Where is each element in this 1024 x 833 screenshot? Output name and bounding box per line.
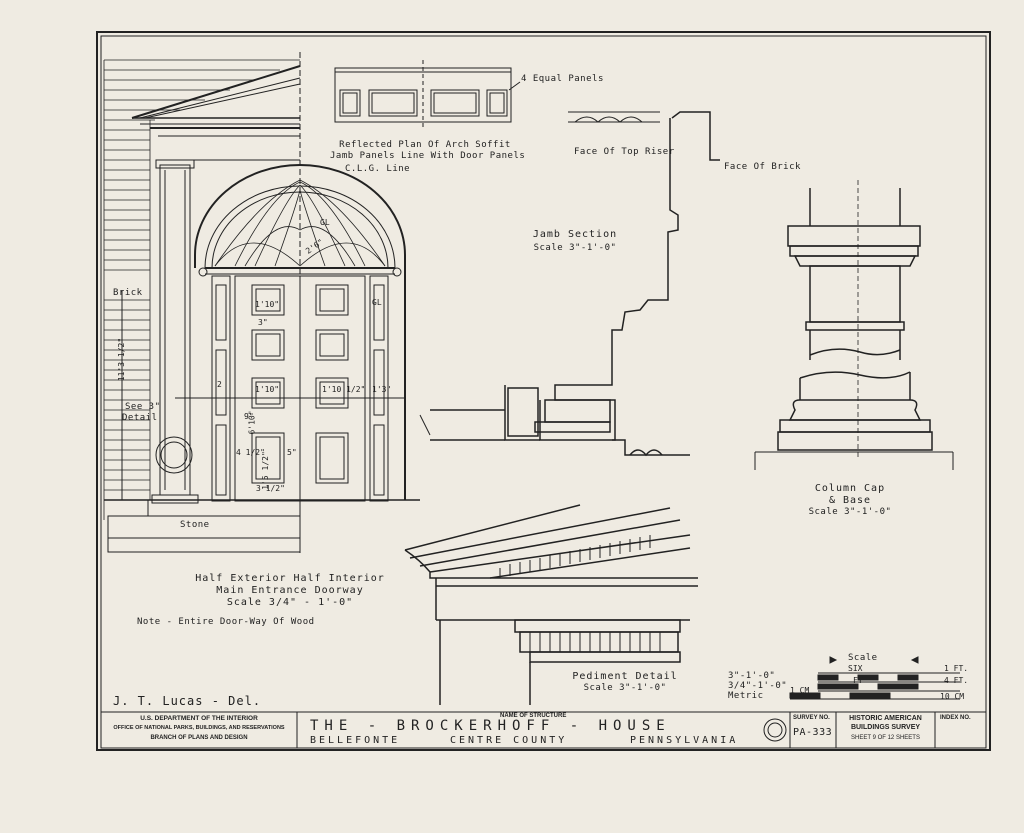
survey-no-label: SURVEY NO. [793,715,830,721]
soffit-title-2: Jamb Panels Line With Door Panels [330,151,526,161]
dim-3-half: 3 1/2" [256,484,285,493]
pediment-detail [404,504,698,705]
dim-5: 5" [287,448,297,457]
dim-1-6: 1'10" [255,300,280,309]
arch-outer [194,164,406,500]
drafter-signature: J. T. Lucas - Del. [113,694,262,708]
see-detail-label-2: Detail [122,413,158,423]
habs-seal [763,718,787,742]
dim-9: 9" [244,412,254,421]
column-scale: Scale 3"-1'-0" [808,507,892,517]
structure-name: THE - BROCKERHOFF - HOUSE [310,718,671,734]
dentils [499,535,651,578]
dim-1-10a: 1'10" [255,385,280,394]
four-panels-label: 4 Equal Panels [521,74,604,84]
graphic-scale [789,656,960,700]
fanlight [214,179,386,267]
dim-gl-side: GL [372,298,382,307]
location-county: CENTRE COUNTY [450,735,568,746]
brick-label: Brick [113,288,143,298]
column-cap-base [754,180,954,470]
doorway-title-2: Main Entrance Doorway [216,585,364,596]
dim-1-3: 1'3" [372,385,392,394]
scale-row-1: 3"-1'-0" [728,671,776,681]
scale-six: SIX [848,664,863,673]
sheet-number: SHEET 9 OF 12 SHEETS [851,735,920,741]
sidelight-left [211,275,231,502]
sidelight-right [369,275,389,502]
dim-1-5: 1'5 1/2" [260,451,270,490]
face-brick-label: Face Of Brick [724,162,801,172]
brick-wall-lines [103,59,300,520]
scale-1cm: 1 CM [790,686,810,695]
small-plan [568,111,660,123]
clg-line-label: C.L.G. Line [345,164,411,174]
stone-label: Stone [180,520,210,530]
detail-circle [155,436,193,474]
title-block [100,711,987,749]
soffit-title-1: Reflected Plan Of Arch Soffit [339,140,511,150]
doorway-scale: Scale 3/4" - 1'-0" [226,597,354,608]
note-label: Note - Entire Door-Way Of Wood [137,617,315,627]
doorway-title-1: Half Exterior Half Interior [195,573,385,584]
pediment-outline [131,65,301,119]
survey-number: PA-333 [793,727,833,738]
habs-line-1: HISTORIC AMERICAN [849,715,922,722]
scale-10cm: 10 CM [940,692,965,701]
jamb-section-title: Jamb Section [532,229,618,240]
pediment-scale: Scale 3"-1'-0" [583,683,667,693]
stone-step-1 [147,499,301,517]
column-title-1: Column Cap [814,483,886,494]
location-city: BELLEFONTE [310,735,401,746]
door-panel-right [299,275,366,502]
habs-line-2: BUILDINGS SURVEY [850,724,921,731]
jamb-section-scale: Scale 3"-1'-0" [533,243,617,253]
doorway-elevation [103,52,420,555]
scale-title: Scale [848,653,878,663]
name-of-structure-label: NAME OF STRUCTURE [500,713,567,719]
dim-1-10b: 1'10 1/2" [322,385,366,394]
scale-4ft: 4 FT. [944,676,969,685]
face-top-riser-label: Face Of Top Riser [574,147,675,157]
outer-border [96,31,991,751]
column-title-2: & Base [828,495,872,506]
index-no-label: INDEX NO. [940,715,971,721]
see-detail-label-1: See 3" [125,402,161,412]
scale-row-3: Metric [728,691,764,701]
scale-ft: FT [853,676,863,685]
dim-gl-arch: GL [320,218,330,227]
location-state: PENNSYLVANIA [630,735,739,746]
scale-1ft: 1 FT. [944,664,969,673]
dim-4-half: 4 1/2" [236,448,265,457]
dim-11-3: 11'3 1/2" [117,337,127,382]
agency-line-1: U.S. DEPARTMENT OF THE INTERIOR [140,715,258,722]
soffit-plan [334,60,521,130]
dim-3: 3" [258,318,268,327]
jamb-section [419,111,720,457]
dim-2: 2 [217,380,222,389]
agency-line-2: OFFICE OF NATIONAL PARKS, BUILDINGS, AND… [113,725,285,731]
agency-line-3: BRANCH OF PLANS AND DESIGN [150,735,248,741]
pediment-title: Pediment Detail [572,671,678,682]
scale-row-2: 3/4"-1'-0" [728,681,788,691]
